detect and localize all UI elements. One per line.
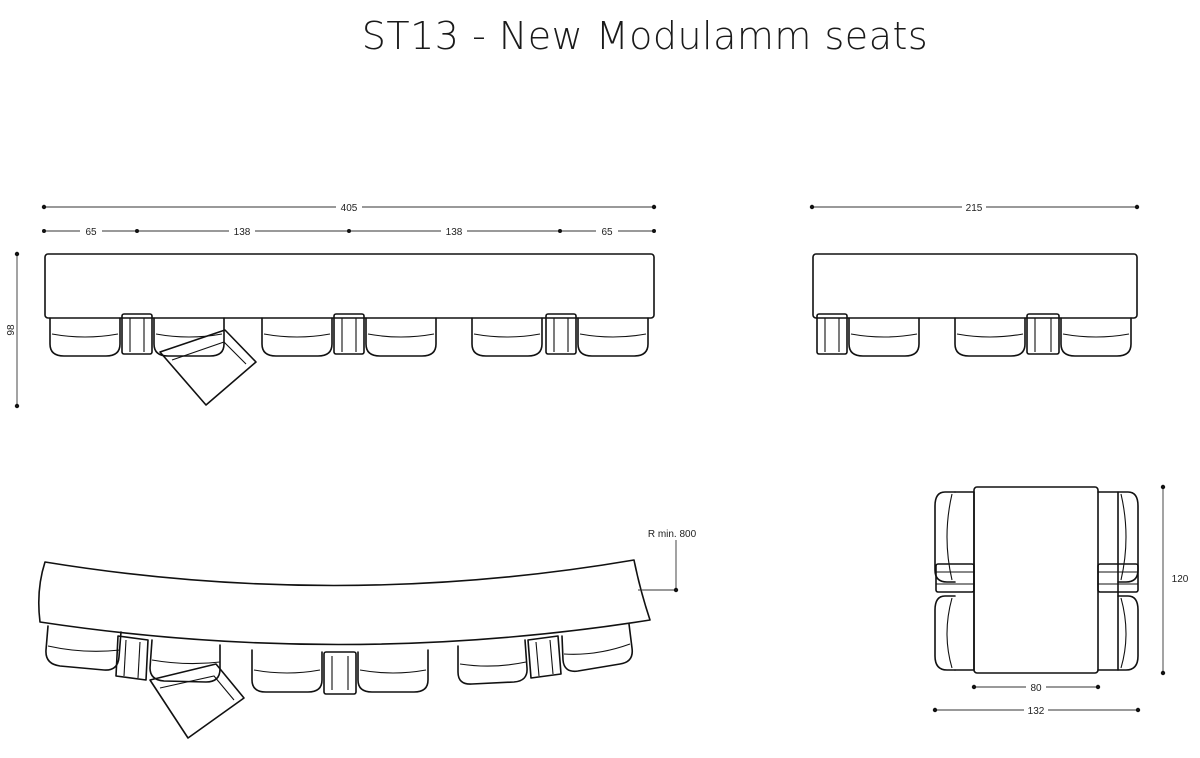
drawing-title: ST13 - New Modulamm seats: [361, 14, 929, 58]
table-top-curved: [38, 559, 651, 646]
dim-label-138-right: 138: [446, 227, 463, 238]
top-view-brackets: [935, 563, 1139, 593]
seat: [49, 317, 121, 357]
dim-total-width: 405: [41, 200, 657, 214]
seat: [261, 317, 333, 357]
dim-label-80: 80: [1030, 683, 1042, 694]
seat: [45, 625, 122, 671]
dim-label-98: 98: [6, 324, 17, 336]
seat-rotated: [149, 663, 245, 739]
dim-label-65-left: 65: [85, 227, 97, 238]
dim-top-width: 80: [971, 680, 1101, 694]
leg-brackets-curved: [115, 635, 562, 695]
top-view: 120 80 132: [932, 484, 1192, 717]
dim-label-120: 120: [1172, 574, 1189, 585]
seat-row-side: [816, 313, 1132, 357]
dim-depth: 98: [6, 251, 20, 409]
seat: [457, 639, 528, 685]
seat-row-curved: [45, 623, 634, 739]
dim-top-total: 132: [932, 703, 1141, 717]
dim-label-138-left: 138: [234, 227, 251, 238]
seat: [1060, 317, 1132, 357]
dim-label-405: 405: [341, 203, 358, 214]
seat: [149, 639, 221, 683]
front-view: 405 65 138 138 65 98: [6, 200, 657, 409]
dim-radius: R min. 800: [638, 529, 697, 593]
seat: [153, 317, 225, 357]
seat: [577, 317, 649, 357]
seat: [471, 317, 543, 357]
curved-view: R min. 800: [38, 529, 697, 739]
seat-rotated: [159, 329, 257, 406]
leg-brackets-front: [121, 313, 577, 355]
side-view: 215: [809, 200, 1140, 357]
seat: [561, 623, 634, 673]
dim-label-132: 132: [1028, 706, 1045, 717]
seat: [848, 317, 920, 357]
dim-label-215: 215: [966, 203, 983, 214]
top-view-seats: [934, 491, 1139, 671]
seat-row-front: [49, 317, 649, 406]
table-top-plan: [973, 486, 1099, 674]
dim-label-radius: R min. 800: [648, 529, 697, 540]
table-top-side: [812, 253, 1138, 319]
dim-side-width: 215: [809, 200, 1140, 214]
seat: [357, 649, 429, 693]
seat: [251, 649, 323, 693]
seat: [954, 317, 1026, 357]
dim-top-length: 120: [1160, 484, 1192, 676]
dim-label-65-right: 65: [601, 227, 613, 238]
table-top-front: [44, 253, 655, 319]
seat: [365, 317, 437, 357]
dim-segments: 65 138 138 65: [42, 224, 656, 238]
